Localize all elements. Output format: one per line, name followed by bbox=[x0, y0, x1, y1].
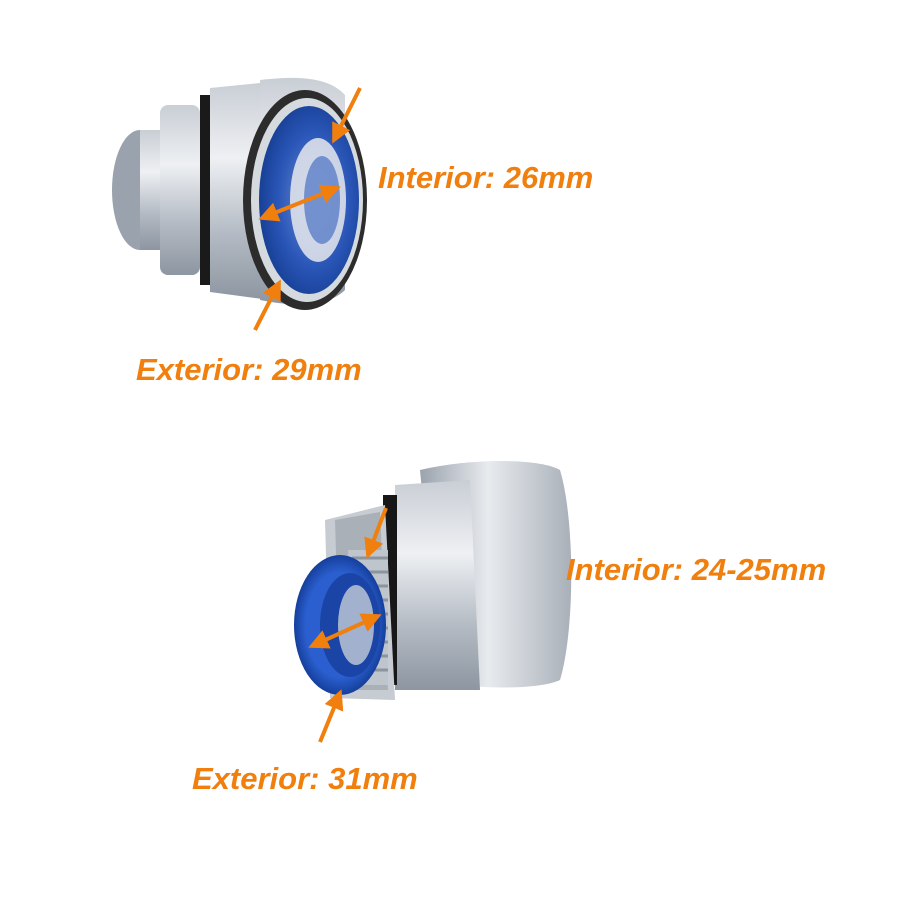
top-exterior-label: Exterior: 29mm bbox=[136, 352, 362, 387]
locknut bbox=[160, 105, 200, 275]
top-interior-diameter-arrow bbox=[258, 184, 341, 222]
top-fitting bbox=[112, 77, 367, 310]
bottom-interior-pointer-arrow bbox=[364, 507, 388, 559]
bottom-fitting bbox=[294, 461, 572, 700]
bottom-exterior-pointer-arrow bbox=[318, 689, 344, 743]
bottom-interior-label: Interior: 24-25mm bbox=[566, 552, 827, 587]
top-interior-pointer-arrow bbox=[332, 87, 362, 144]
hex-body bbox=[395, 480, 480, 690]
bottom-dimension-arrows bbox=[308, 507, 388, 743]
top-dimension-arrows bbox=[253, 87, 362, 331]
bottom-interior-diameter-arrow bbox=[308, 613, 382, 649]
top-interior-label: Interior: 26mm bbox=[378, 160, 594, 195]
top-exterior-pointer-arrow bbox=[253, 279, 281, 331]
bottom-exterior-label: Exterior: 31mm bbox=[192, 761, 418, 796]
